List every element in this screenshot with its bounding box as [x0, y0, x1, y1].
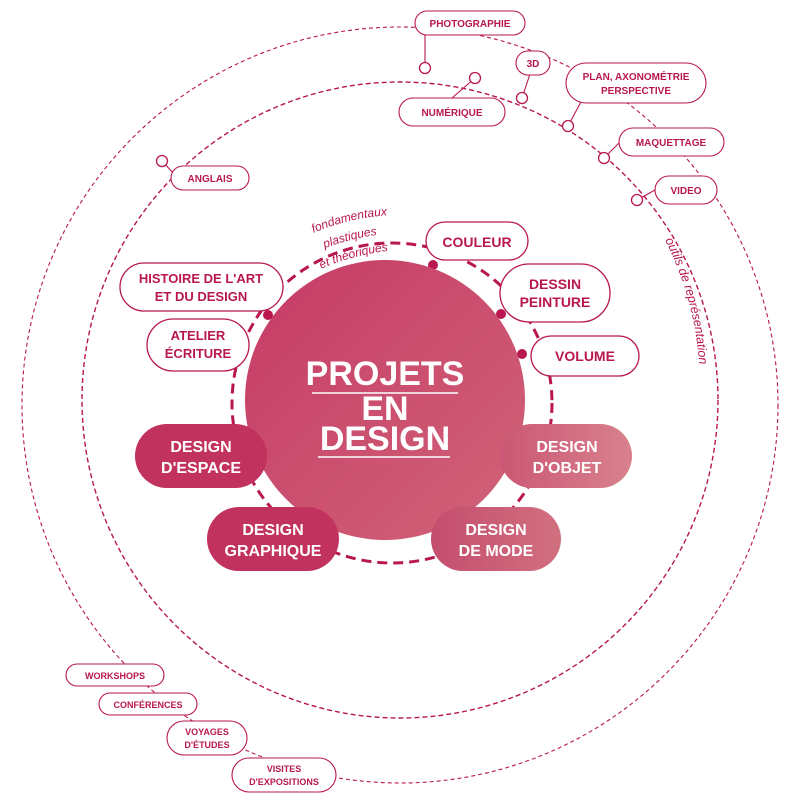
pill-video: VIDEO — [654, 175, 718, 205]
svg-text:3D: 3D — [527, 59, 540, 70]
svg-text:VIDEO: VIDEO — [670, 186, 701, 197]
pill-dessin-peinture: DESSIN PEINTURE — [499, 263, 611, 323]
svg-text:DESIGN: DESIGN — [242, 522, 303, 539]
pill-visites: VISITES D'EXPOSITIONS — [231, 757, 337, 793]
svg-text:ANGLAIS: ANGLAIS — [188, 174, 233, 185]
svg-text:NUMÉRIQUE: NUMÉRIQUE — [421, 106, 482, 119]
svg-text:ET DU DESIGN: ET DU DESIGN — [155, 289, 247, 304]
center-title: PROJETS EN DESIGN — [306, 355, 465, 458]
pill-workshops: WORKSHOPS — [65, 663, 165, 687]
svg-text:D'OBJET: D'OBJET — [533, 460, 602, 477]
pill-plan: PLAN, AXONOMÉTRIE PERSPECTIVE — [565, 62, 707, 104]
pill-3d: 3D — [515, 50, 551, 76]
svg-text:outils de représentation: outils de représentation — [662, 235, 710, 365]
pill-design-mode: DESIGN DE MODE — [431, 507, 561, 571]
pill-numerique: NUMÉRIQUE — [398, 97, 506, 127]
pill-volume: VOLUME — [530, 335, 640, 377]
pill-atelier-ecriture: ATELIER ÉCRITURE — [146, 318, 250, 372]
svg-text:VOYAGES: VOYAGES — [185, 727, 229, 737]
svg-text:COULEUR: COULEUR — [442, 234, 511, 250]
svg-text:D'ÉTUDES: D'ÉTUDES — [184, 740, 229, 750]
svg-text:ÉCRITURE: ÉCRITURE — [165, 346, 232, 361]
svg-text:ATELIER: ATELIER — [171, 328, 226, 343]
svg-text:PLAN, AXONOMÉTRIE: PLAN, AXONOMÉTRIE — [583, 70, 690, 83]
center-line-1: PROJETS — [306, 355, 465, 393]
svg-text:DESIGN: DESIGN — [465, 522, 526, 539]
svg-text:VISITES: VISITES — [267, 764, 302, 774]
pill-voyages: VOYAGES D'ÉTUDES — [166, 720, 248, 756]
pill-conferences: CONFÉRENCES — [98, 692, 198, 716]
svg-text:DESSIN: DESSIN — [529, 276, 581, 292]
svg-text:GRAPHIQUE: GRAPHIQUE — [225, 543, 322, 560]
svg-text:WORKSHOPS: WORKSHOPS — [85, 671, 145, 681]
svg-text:VOLUME: VOLUME — [555, 348, 615, 364]
pill-design-graphique: DESIGN GRAPHIQUE — [207, 507, 339, 571]
outer-circle — [21, 26, 779, 784]
svg-text:DESIGN: DESIGN — [170, 439, 231, 456]
svg-text:PEINTURE: PEINTURE — [520, 294, 591, 310]
outils-label: outils de représentation — [662, 235, 710, 365]
middle-circle — [81, 81, 719, 719]
pill-design-espace: DESIGN D'ESPACE — [135, 424, 267, 488]
center-line-3: DESIGN — [320, 420, 450, 458]
inner-ring — [230, 241, 554, 565]
svg-text:PERSPECTIVE: PERSPECTIVE — [601, 86, 671, 97]
pill-photographie: PHOTOGRAPHIE — [414, 10, 526, 36]
pill-histoire-art: HISTOIRE DE L'ART ET DU DESIGN — [119, 262, 284, 312]
pill-maquettage: MAQUETTAGE — [618, 127, 725, 157]
svg-text:DESIGN: DESIGN — [536, 439, 597, 456]
svg-text:HISTOIRE DE L'ART: HISTOIRE DE L'ART — [139, 271, 263, 286]
pill-design-objet: DESIGN D'OBJET — [500, 424, 632, 488]
svg-text:D'ESPACE: D'ESPACE — [161, 460, 241, 477]
svg-text:DE MODE: DE MODE — [459, 543, 534, 560]
svg-text:CONFÉRENCES: CONFÉRENCES — [113, 700, 182, 710]
center-circle — [245, 260, 525, 540]
center-line-2: EN — [361, 390, 408, 428]
pill-couleur: COULEUR — [425, 221, 529, 261]
svg-text:D'EXPOSITIONS: D'EXPOSITIONS — [249, 777, 319, 787]
svg-text:PHOTOGRAPHIE: PHOTOGRAPHIE — [430, 19, 511, 30]
pill-anglais: ANGLAIS — [170, 165, 250, 191]
svg-text:MAQUETTAGE: MAQUETTAGE — [636, 138, 707, 149]
outer-dots — [155, 61, 644, 207]
